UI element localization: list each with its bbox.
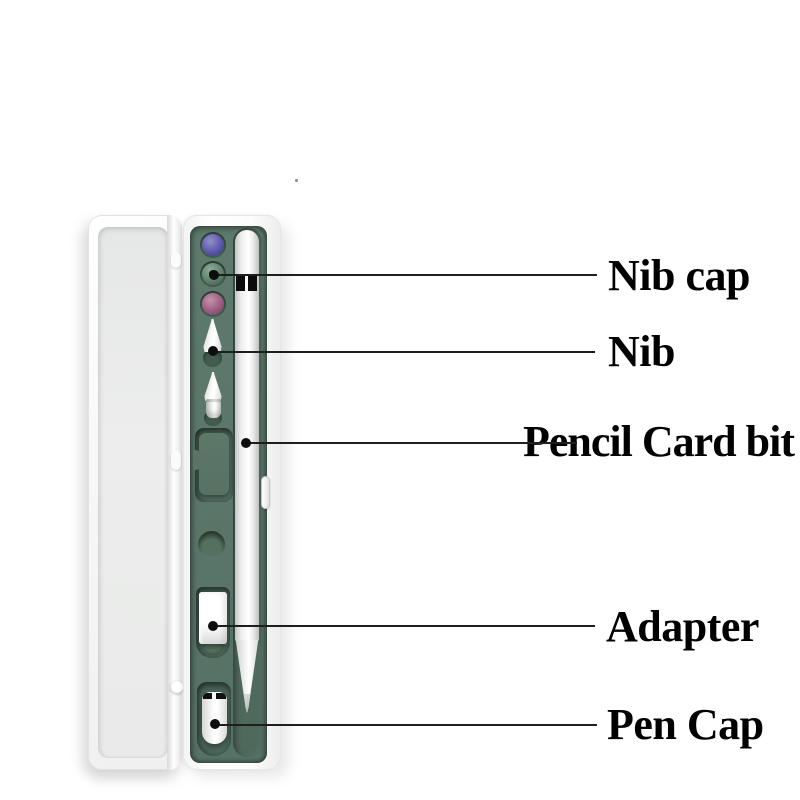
pencil-mark [236, 276, 245, 291]
adapter-block [199, 592, 227, 644]
card-bit-notch [193, 450, 205, 470]
stylus-pencil [235, 230, 259, 717]
callout-line-nib-cap [214, 274, 597, 276]
callout-line-nib [213, 351, 595, 353]
callout-dot-nib-cap [209, 270, 219, 280]
case-lid [88, 215, 183, 770]
callout-line-pen-cap [215, 724, 597, 726]
pencil-tip [243, 694, 251, 713]
label-adapter: Adapter [606, 602, 759, 651]
adapter-slot-notch [204, 643, 222, 655]
lid-hinge-bump [171, 450, 181, 470]
case-lid-inner-panel [98, 227, 168, 758]
callout-dot-pen-cap [210, 719, 220, 729]
pencil-mark [248, 276, 257, 291]
finger-hole [198, 531, 225, 558]
pen-cap-band [216, 693, 226, 699]
pen-cap-band [203, 693, 212, 699]
callout-dot-adapter [208, 621, 218, 631]
nib-cap-blue [202, 234, 224, 256]
label-nib: Nib [608, 327, 675, 376]
lid-hinge-bump [171, 252, 181, 268]
spare-nib-base [206, 399, 221, 418]
label-pen-cap: Pen Cap [607, 700, 764, 749]
callout-line-pencil-card-bit [246, 442, 577, 444]
image-speck [295, 179, 298, 182]
case-latch-button [261, 476, 270, 509]
label-nib-cap: Nib cap [608, 251, 750, 300]
callout-line-adapter [213, 625, 595, 627]
spare-nib-tip [204, 372, 222, 401]
case-lid-side-wall [167, 215, 182, 770]
pencil-card-bit-slot [193, 428, 233, 502]
callout-dot-nib [208, 346, 218, 356]
pen-cap [202, 692, 227, 744]
case-body [183, 215, 281, 770]
nib-cap-magenta [202, 293, 224, 315]
callout-dot-pencil-card-bit [241, 438, 251, 448]
label-pencil-card-bit: Pencil Card bit [523, 417, 795, 466]
pencil-barrel [235, 230, 259, 642]
lid-hinge-knob [171, 681, 183, 693]
